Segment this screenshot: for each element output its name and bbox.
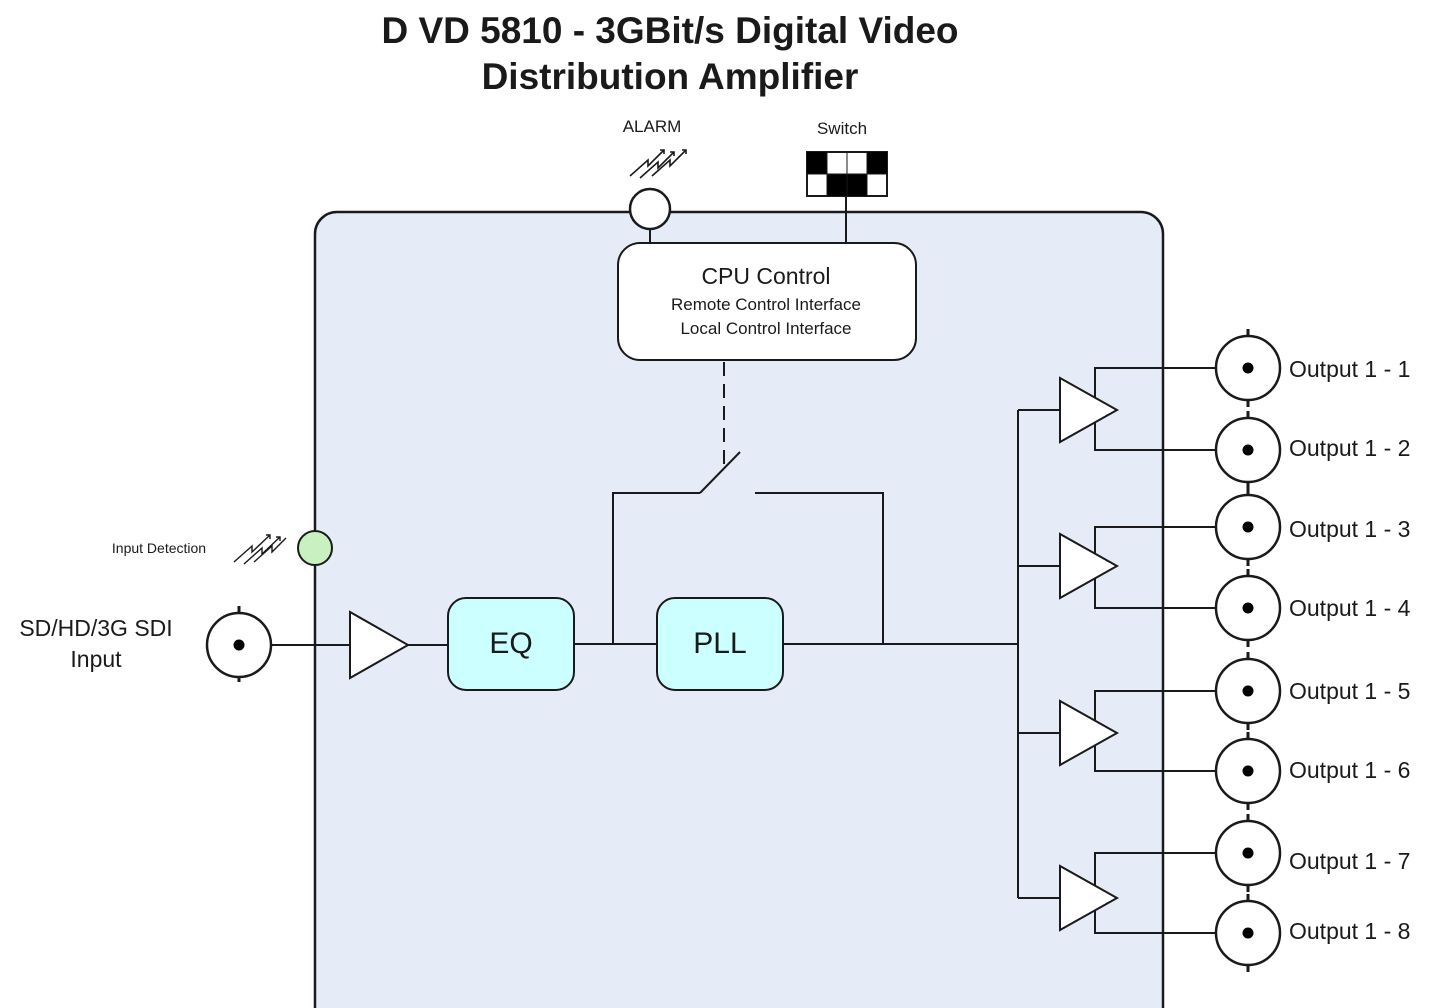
bypass-switch (612, 451, 884, 644)
output-amplifier-1 (1018, 367, 1216, 451)
cpu-title: CPU Control (701, 263, 830, 289)
output-bnc-2 (1214, 411, 1282, 489)
output-bnc-7 (1214, 814, 1282, 892)
output-label-6: Output 1 - 6 (1289, 757, 1410, 783)
title-line-1: D VD 5810 - 3GBit/s Digital Video (381, 10, 959, 51)
output-label-2: Output 1 - 2 (1289, 435, 1410, 461)
output-amplifier-3 (1018, 690, 1216, 772)
title-line-2: Distribution Amplifier (481, 56, 859, 97)
output-label-3: Output 1 - 3 (1289, 516, 1410, 542)
input-detection-label: Input Detection (112, 540, 206, 556)
cpu-line-2: Local Control Interface (680, 319, 851, 338)
dip-switch-icon (806, 151, 888, 197)
output-amplifier-2 (1018, 526, 1216, 609)
switch-label: Switch (817, 119, 867, 138)
eq-label: EQ (489, 627, 532, 660)
alarm-signal-icon (629, 149, 687, 179)
detection-signal-icon (233, 534, 287, 565)
alarm-led (628, 187, 672, 231)
input-detection-led (297, 530, 333, 566)
cpu-control-box (617, 242, 917, 361)
output-label-8: Output 1 - 8 (1289, 918, 1410, 944)
input-label-line-2: Input (70, 646, 122, 672)
output-label-4: Output 1 - 4 (1289, 595, 1411, 621)
output-bnc-5 (1214, 652, 1282, 730)
output-label-7: Output 1 - 7 (1289, 848, 1410, 874)
pll-label: PLL (693, 627, 746, 660)
output-bnc-8 (1214, 894, 1282, 972)
input-label-line-1: SD/HD/3G SDI (19, 615, 172, 641)
cpu-line-1: Remote Control Interface (671, 295, 861, 314)
output-label-5: Output 1 - 5 (1289, 678, 1410, 704)
output-label-1: Output 1 - 1 (1289, 356, 1410, 382)
output-bnc-3 (1214, 488, 1282, 566)
output-bnc-6 (1214, 732, 1282, 810)
output-bnc-4 (1214, 569, 1282, 647)
diagram-title: D VD 5810 - 3GBit/s Digital Video Distri… (260, 8, 1080, 100)
output-bnc-1 (1214, 329, 1282, 407)
input-amplifier (349, 610, 411, 680)
input-bnc-connector (205, 606, 273, 682)
alarm-label: ALARM (623, 117, 682, 136)
output-amplifier-4 (1018, 852, 1216, 934)
